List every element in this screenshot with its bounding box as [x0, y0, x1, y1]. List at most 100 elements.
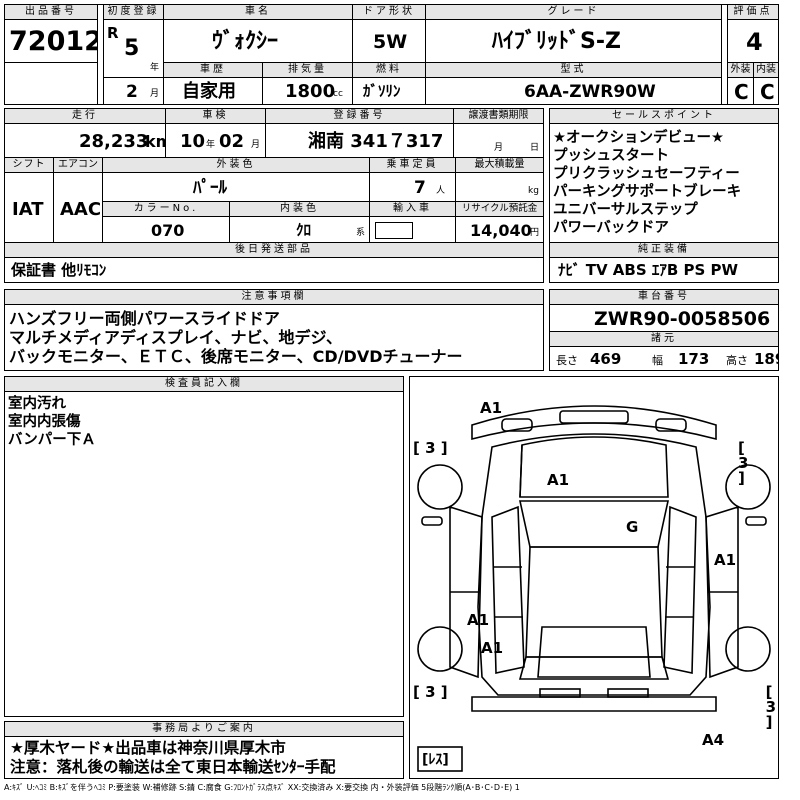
door-type: 5W: [373, 31, 408, 53]
import-check-box: [375, 222, 413, 239]
spec-length-label: 長さ: [556, 354, 578, 367]
spec-height-label: 高さ: [726, 354, 748, 367]
body-outline: [477, 433, 711, 696]
right-door-panel: [705, 505, 739, 679]
lot-label: 出品番号: [4, 4, 98, 20]
inspector-line: 室内汚れ: [8, 396, 66, 412]
color-no-cell: 070: [102, 216, 230, 243]
equipment-value: ﾅﾋﾞ TV ABS ｴｱB PS PW: [558, 261, 739, 279]
note-line: マルチメディアディスプレイ、ナビ、地デジ、: [9, 328, 342, 347]
office-line: 注意：落札後の輸送は全て東日本輸送ｾﾝﾀｰ手配: [10, 758, 336, 776]
inspection-year: 10: [180, 131, 206, 152]
office-label: 事務局よりご案内: [4, 721, 404, 737]
sales-points-cell: ★オークションデビュー★ プッシュスタート プリクラッシュセーフティー パーキン…: [549, 123, 779, 243]
car-diagram: [417, 405, 771, 772]
first-reg-label: 初度登録: [103, 4, 164, 20]
first-reg-year-cell: R 5 年: [103, 19, 164, 78]
tire-rating-front-left: [ 3 ]: [413, 439, 448, 457]
note-line: ハンズフリー両側パワースライドドア: [9, 309, 280, 328]
history-label: 車歴: [163, 62, 263, 78]
hood-outline: [519, 436, 669, 498]
model-code-label: 型式: [425, 62, 722, 78]
inspector-line: 室内内張傷: [8, 414, 81, 430]
front-bumper-outline: [471, 405, 717, 441]
tire-front-right: [725, 464, 771, 510]
mileage-cell: 28,233 km: [4, 123, 166, 158]
transfer-deadline-day-unit: 日: [530, 143, 540, 153]
recycle-fee-label: リサイクル預託金: [455, 201, 544, 217]
car-name-cell: ｳﾞｫｸｼｰ: [163, 19, 353, 63]
score-cell: 4: [727, 19, 779, 63]
lot-empty-cell: [4, 62, 98, 105]
rear-bumper-outline: [471, 696, 717, 712]
recycle-fee-value: 14,040: [470, 221, 532, 240]
max-load-label: 最大積載量: [455, 157, 544, 173]
office-lines: ★厚木ヤード★出品車は神奈川県厚木市 注意：落札後の輸送は全て東日本輸送ｾﾝﾀｰ…: [10, 739, 336, 777]
transfer-deadline-month-unit: 月: [494, 143, 504, 153]
inspection-month: 02: [219, 131, 245, 152]
mirror-right: [745, 516, 767, 526]
door-type-label: ドア形状: [352, 4, 426, 20]
displacement-value: 1800: [285, 81, 336, 102]
capacity-value: 7: [414, 178, 426, 198]
first-reg-month: 2: [126, 82, 138, 102]
max-load-cell: kg: [455, 172, 544, 202]
chassis-value: ZWR90-0058506: [594, 308, 771, 330]
spec-width: 173: [678, 350, 710, 368]
rear-hatch: [537, 626, 651, 678]
capacity-label: 乗車定員: [369, 157, 456, 173]
mileage-label: 走行: [4, 108, 166, 124]
color-no-label: カラーNo.: [102, 201, 230, 217]
notes-lines: ハンズフリー両側パワースライドドア マルチメディアディスプレイ、ナビ、地デジ、 …: [9, 309, 463, 366]
color-no-value: 070: [151, 221, 185, 240]
model-code-cell: 6AA-ZWR90W: [425, 77, 722, 105]
registration-value: 湘南 341７317: [308, 131, 444, 152]
recycle-fee-cell: 14,040 円: [455, 216, 544, 243]
interior-grade-label: 内装: [753, 62, 779, 78]
capacity-unit: 人: [436, 186, 446, 196]
shift-label: シフト: [4, 157, 54, 173]
left-door-panel: [449, 505, 483, 679]
interior-grade-value: C: [760, 80, 775, 104]
equipment-cell: ﾅﾋﾞ TV ABS ｴｱB PS PW: [549, 257, 779, 283]
tire-rear-right: [725, 626, 771, 672]
interior-color-label: 内装色: [229, 201, 370, 217]
later-parts-value: 保証書 他ﾘﾓｺﾝ: [11, 261, 107, 279]
front-light-left: [501, 418, 533, 432]
fuel-cell: ｶﾞｿﾘﾝ: [352, 77, 426, 105]
mark-left-rear-quarter: A1: [481, 639, 504, 657]
interior-color-unit: 系: [356, 228, 366, 238]
mileage-unit: km: [145, 132, 165, 151]
history-value: 自家用: [182, 81, 236, 102]
aircon-value: AAC: [60, 199, 102, 220]
exterior-color-label: 外装色: [102, 157, 370, 173]
car-name-label: 車名: [163, 4, 353, 20]
exterior-color-cell: ﾊﾟｰﾙ: [102, 172, 370, 202]
sales-point-item: プッシュスタート: [553, 148, 669, 164]
recycle-fee-unit: 円: [530, 228, 540, 238]
inspection-month-unit: 月: [251, 140, 261, 150]
capacity-cell: 7 人: [369, 172, 456, 202]
first-reg-era: R: [107, 24, 119, 42]
inspector-label: 検査員記入欄: [4, 376, 404, 392]
exterior-grade-label: 外装: [727, 62, 754, 78]
grade-label: グレード: [425, 4, 722, 20]
registration-cell: 湘南 341７317: [265, 123, 454, 158]
note-line: バックモニター、ＥＴＣ、後席モニター、CD/DVDチューナー: [9, 347, 463, 366]
notes-cell: ハンズフリー両側パワースライドドア マルチメディアディスプレイ、ナビ、地デジ、 …: [4, 304, 544, 371]
score-value: 4: [746, 28, 763, 56]
exterior-grade-cell: C: [727, 77, 754, 105]
aircon-cell: AAC: [53, 172, 103, 243]
sales-points-list: ★オークションデビュー★ プッシュスタート プリクラッシュセーフティー パーキン…: [553, 129, 741, 237]
windshield-outline: [519, 500, 669, 548]
first-reg-year: 5: [124, 36, 140, 61]
inspector-lines: 室内汚れ 室内内張傷 バンパー下Ａ: [8, 395, 96, 449]
sales-point-item: パーキングサポートブレーキ: [553, 184, 742, 200]
first-reg-year-unit: 年: [150, 63, 160, 73]
interior-color-value: ｸﾛ: [296, 221, 312, 239]
tire-rear-left: [417, 626, 463, 672]
later-parts-cell: 保証書 他ﾘﾓｺﾝ: [4, 257, 544, 283]
interior-color-cell: ｸﾛ 系: [229, 216, 370, 243]
interior-grade-cell: C: [753, 77, 779, 105]
tire-rating-rear-left: [ 3 ]: [413, 683, 448, 701]
